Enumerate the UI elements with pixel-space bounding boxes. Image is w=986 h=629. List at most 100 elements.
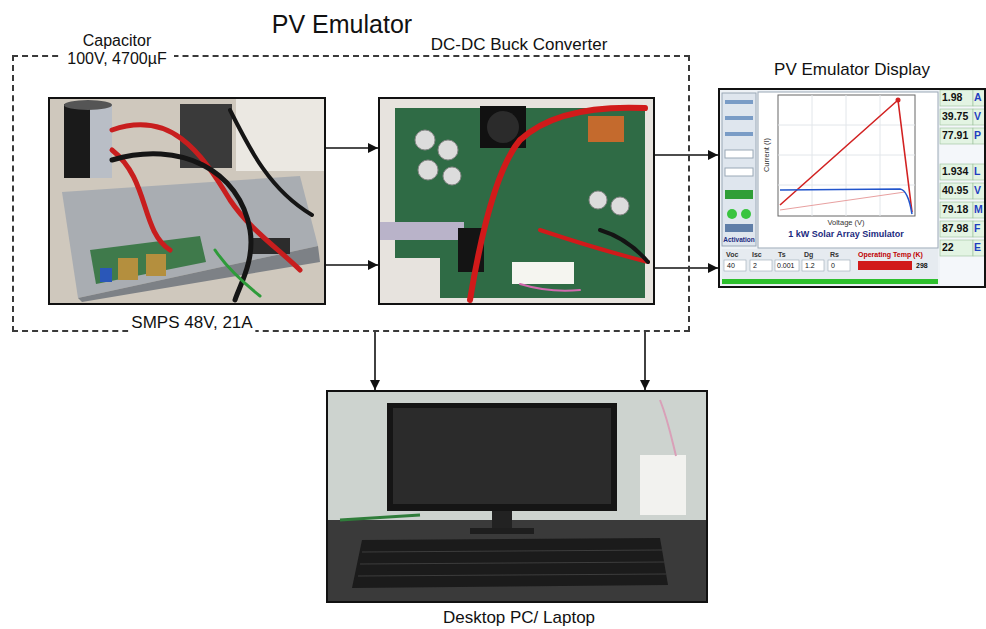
desktop-pc-photo [387,403,617,511]
desktop-pc-photo [360,562,664,564]
display-screenshot [802,260,824,271]
arrow-connector [655,154,718,156]
desktop-pc-photo [328,520,706,601]
buck-converter-photo [415,130,435,150]
buck-converter-photo [438,140,458,160]
buck-converter-photo [380,99,653,303]
axis-label: Current (I) [763,138,771,172]
box-label: SMPS 48V, 21A [128,313,255,333]
smps-photo [100,268,112,282]
display-screenshot [741,209,751,219]
desktop-pc-photo [358,574,666,576]
parameter-label: Isc [752,251,762,259]
display-screenshot [725,168,753,176]
buck-converter-photo [512,262,574,284]
display-screenshot [725,132,753,136]
display-screenshot [720,88,986,288]
wire [230,110,312,215]
display-screenshot [896,98,901,103]
parameter-label: Voc [726,251,738,259]
parameter-label: Dg [804,251,813,259]
wire [520,284,580,291]
desktop-pc-photo [470,528,534,534]
display-screenshot [846,95,847,216]
parameter-label: Ts [778,251,786,259]
display-screenshot [940,183,973,199]
display-screenshot [973,109,985,125]
wire [215,250,260,296]
group-heading: PV Emulator [269,10,415,39]
parameter-label: Rs [830,251,839,259]
buck-converter-photo [443,167,461,185]
display-screenshot [880,95,881,216]
display-screenshot [940,90,985,256]
display-screenshot [940,221,973,237]
display-screenshot [725,100,753,104]
display-screenshot [780,189,912,214]
display-screenshot [725,224,753,232]
readout-value: 77.91 [942,130,968,142]
display-screenshot [828,260,850,271]
buck-converter-photo [611,197,629,215]
readout-value: 79.18 [942,204,968,216]
buck-converter-photo [588,116,624,142]
capacitor-photo [64,104,112,178]
buck-converter-photo [589,191,607,209]
desktop-pc-photo [362,550,662,552]
wire [600,230,648,262]
buck-converter-photo [487,111,519,143]
desktop-pc-photo [492,511,512,529]
display-screenshot [973,90,985,106]
photo-box: Desktop PC/ Laptop [326,390,708,603]
display-screenshot [973,221,985,237]
display-screenshot [973,202,985,218]
buck-converter-photo [418,160,438,180]
display-screenshot [780,192,905,210]
readout-value: 22 [942,242,954,254]
arrow-connector [326,147,378,149]
smps-photo [236,99,324,171]
parameter-label: 40 [727,262,735,270]
wire [470,108,645,300]
axis-label: Voltage (V) [827,219,864,227]
display-screenshot [973,183,985,199]
readout-unit: L [974,166,980,178]
parameter-label: 2 [753,262,757,270]
readout-value: 1.934 [942,166,968,178]
display-screenshot [812,95,813,216]
display-screenshot [940,90,973,106]
display-screenshot [973,164,985,180]
desktop-pc-photo [328,392,706,601]
wire [540,230,648,262]
display-screenshot [725,190,753,199]
smps-photo [146,254,166,276]
capacitor-photo [64,100,112,178]
display-screenshot [858,261,912,270]
box-label: DC-DC Buck Converter [428,35,611,55]
display-screenshot [725,116,753,120]
display-screenshot [940,240,973,256]
wire [112,150,170,250]
readout-value: 1.98 [942,92,962,104]
readout-unit: E [974,242,981,254]
wire [112,154,251,300]
display-screenshot [758,92,938,248]
dashed-group: PV EmulatorCapacitor 100V, 4700µFSMPS 48… [12,55,690,332]
capacitor-photo [64,100,112,110]
parameter-label: Operating Temp (K) [858,251,923,259]
display-screenshot [775,260,799,271]
readout-unit: A [974,92,982,104]
display-screenshot [973,128,985,144]
buck-converter-photo [380,99,653,303]
photo-box: Capacitor 100V, 4700µFSMPS 48V, 21A [48,97,326,305]
display-screenshot [724,260,850,271]
smps-photo [50,99,324,303]
arrow-connector [644,332,646,390]
box-label: Desktop PC/ Laptop [440,608,598,628]
display-screenshot [778,95,915,216]
photo-box: DC-DC Buck Converter [378,97,655,305]
display-screenshot [725,150,753,158]
desktop-pc-photo [640,455,686,515]
